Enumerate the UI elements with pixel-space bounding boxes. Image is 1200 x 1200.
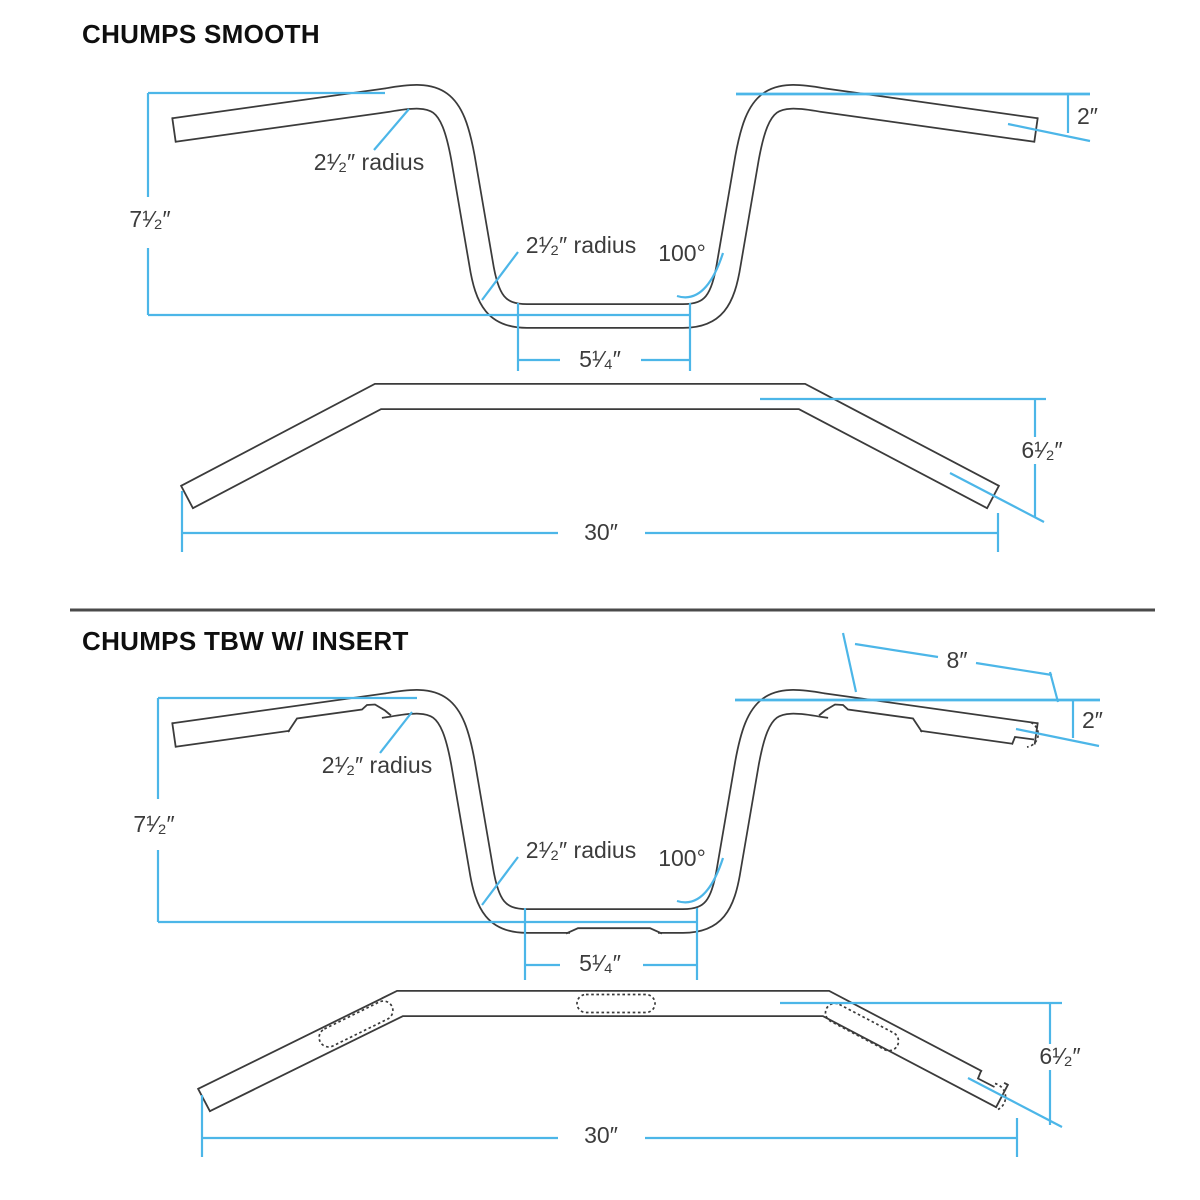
grip-length-tick-right bbox=[1048, 671, 1060, 703]
pullback-slant bbox=[967, 1077, 1063, 1128]
radius-upper-label: 2¹⁄₂″ radius bbox=[314, 149, 424, 175]
bend-angle-label: 100° bbox=[658, 240, 706, 266]
left-notch-eraser bbox=[289, 715, 383, 735]
right-grip-end-face bbox=[985, 484, 1001, 510]
left-grip-end-face bbox=[171, 117, 177, 143]
bar-end-notch bbox=[1011, 736, 1035, 745]
rise-label: 7¹⁄₂″ bbox=[129, 206, 170, 232]
radius-lower-label: 2¹⁄₂″ radius bbox=[526, 837, 636, 863]
pullback-label: 6¹⁄₂″ bbox=[1039, 1043, 1080, 1069]
overall-width-label: 30″ bbox=[584, 519, 618, 545]
right-grip-notch bbox=[818, 703, 923, 733]
handlebar-front-outline bbox=[172, 84, 1038, 329]
pullback-label: 6¹⁄₂″ bbox=[1021, 437, 1062, 463]
grip-length-tick-left bbox=[841, 632, 858, 693]
bar-end-notch-eraser bbox=[1012, 741, 1037, 751]
center-notch bbox=[565, 927, 663, 935]
tbw-top-view: 30″ 6¹⁄₂″ bbox=[196, 990, 1081, 1157]
grip-length-label: 8″ bbox=[947, 647, 968, 673]
right-grip-end-face bbox=[1033, 722, 1039, 748]
rise-label: 7¹⁄₂″ bbox=[133, 811, 174, 837]
insert-slot-left bbox=[318, 1000, 394, 1048]
insert-slot-right bbox=[824, 1002, 900, 1052]
bar-end-notch-eraser bbox=[980, 1068, 1006, 1086]
section-title: CHUMPS TBW W/ INSERT bbox=[82, 626, 409, 656]
center-width-label: 5¹⁄₄″ bbox=[579, 950, 621, 976]
handlebar-front-fill bbox=[172, 85, 1038, 327]
left-grip-end-face bbox=[171, 722, 177, 748]
section-title: CHUMPS SMOOTH bbox=[82, 19, 320, 49]
left-grip-end-face bbox=[196, 1087, 212, 1113]
radius-upper-leader bbox=[379, 711, 413, 754]
grip-length-line-right bbox=[975, 661, 1053, 677]
handlebar-front-outline bbox=[172, 689, 1038, 934]
handlebar-front-tube bbox=[172, 689, 1038, 934]
radius-lower-label: 2¹⁄₂″ radius bbox=[526, 232, 636, 258]
radius-upper-label: 2¹⁄₂″ radius bbox=[322, 752, 432, 778]
smooth-top-view: 30″ 6¹⁄₂″ bbox=[179, 383, 1063, 552]
bar-end-insert-dashed-cap bbox=[994, 1082, 1007, 1111]
handlebar-front-fill bbox=[172, 690, 1038, 932]
insert-slot-center bbox=[576, 993, 656, 1014]
section-tbw: CHUMPS TBW W/ INSERT bbox=[82, 626, 1103, 1157]
left-grip-end-face bbox=[179, 484, 195, 510]
handlebar-top-outline bbox=[180, 383, 1000, 509]
center-width-label: 5¹⁄₄″ bbox=[579, 346, 621, 372]
grip-length-line-left bbox=[854, 642, 939, 659]
radius-lower-leader bbox=[481, 856, 519, 906]
overall-width-label: 30″ bbox=[584, 1122, 618, 1148]
end-drop-slant bbox=[1007, 122, 1091, 143]
handlebar-top-fill bbox=[181, 384, 999, 508]
smooth-front-view: 7¹⁄₂″ 2¹⁄₂″ radius 2¹⁄₂″ radius 100° 2″ … bbox=[129, 84, 1098, 372]
end-drop-label: 2″ bbox=[1082, 707, 1103, 733]
right-notch-eraser bbox=[827, 715, 921, 735]
handlebar-top-fill bbox=[198, 991, 1008, 1111]
end-drop-slant bbox=[1015, 727, 1100, 748]
bend-angle-arc bbox=[676, 857, 725, 904]
section-smooth: CHUMPS SMOOTH 7¹⁄₂″ 2¹⁄₂″ radius bbox=[82, 19, 1098, 552]
bend-angle-arc bbox=[676, 252, 725, 299]
bend-angle-label: 100° bbox=[658, 845, 706, 871]
radius-lower-leader bbox=[481, 251, 519, 301]
tbw-front-view: 7¹⁄₂″ 2¹⁄₂″ radius 2¹⁄₂″ radius 100° 8″ … bbox=[133, 632, 1103, 980]
pullback-slant bbox=[949, 472, 1045, 523]
left-grip-notch bbox=[287, 703, 392, 733]
bar-end-insert-dashed-cap bbox=[1026, 721, 1040, 748]
radius-upper-leader bbox=[373, 108, 410, 151]
end-drop-label: 2″ bbox=[1077, 103, 1098, 129]
bar-end-notch bbox=[976, 1070, 995, 1088]
